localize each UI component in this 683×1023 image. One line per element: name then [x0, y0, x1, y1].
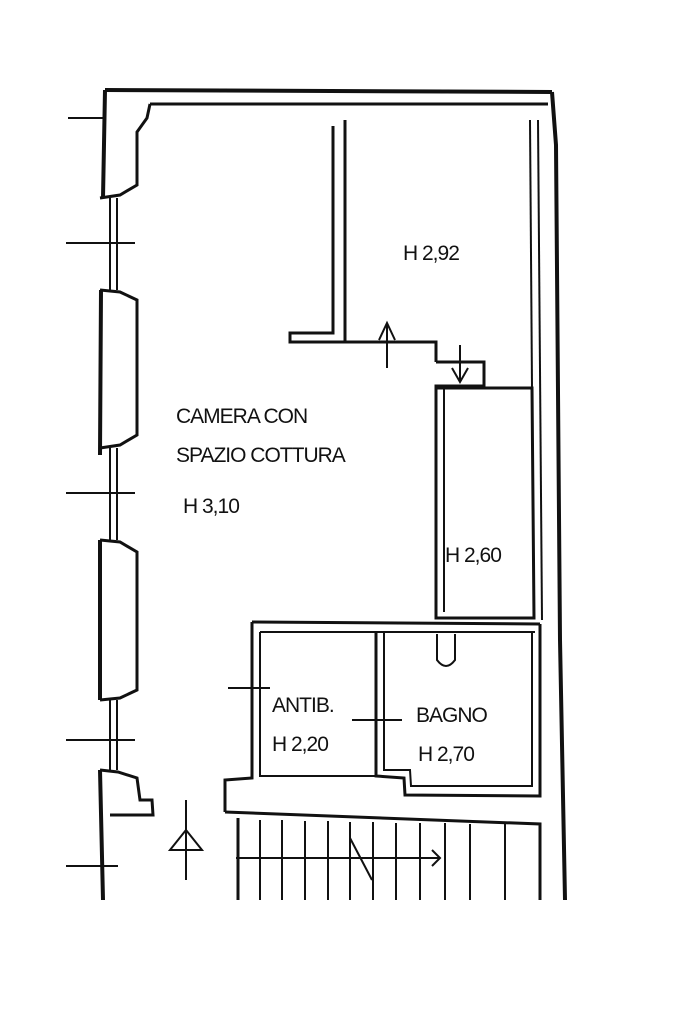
wc-fixture [436, 634, 456, 667]
right-inner-wall [537, 119, 543, 621]
staircase [224, 810, 542, 900]
stair-outline [224, 810, 542, 900]
bagno-height: H 2,70 [418, 743, 474, 766]
left-wall-window-3 [109, 700, 118, 770]
closet-outline [434, 360, 536, 620]
section-markers [66, 242, 135, 867]
antibagno-left-inner [259, 632, 376, 777]
step-up-arrow [378, 320, 396, 368]
stair-direction-line [236, 837, 442, 881]
left-outer-wall [98, 89, 107, 901]
main-room-name-line2: SPAZIO COTTURA [176, 444, 346, 467]
upper-room-bottom-wall [345, 340, 438, 362]
upper-right-room [288, 119, 533, 389]
left-inner-wall-profile [99, 103, 155, 817]
room-labels: CAMERA CON SPAZIO COTTURA H 3,10 H 2,92 … [176, 242, 502, 766]
partition-wall-inner [383, 632, 533, 787]
level-symbols [167, 320, 469, 880]
outer-walls [68, 88, 567, 901]
step-down-arrow [451, 345, 469, 385]
antibagno-height: H 2,20 [272, 733, 328, 756]
bagno-name: BAGNO [416, 704, 488, 727]
bathroom-block [223, 620, 542, 812]
upper-room-left-wall [288, 120, 347, 344]
antibagno-left-wall [223, 622, 254, 812]
closet-height: H 2,60 [445, 544, 501, 567]
closet-room [434, 360, 536, 620]
top-wall [104, 88, 553, 94]
antibagno-name: ANTIB. [272, 694, 334, 717]
upper-right-height: H 2,92 [403, 242, 459, 265]
main-room-name-line1: CAMERA CON [176, 405, 307, 428]
bath-top-wall [251, 620, 541, 626]
main-room-height: H 3,10 [183, 495, 239, 518]
right-outer-wall [550, 91, 567, 901]
entry-arrow [167, 800, 205, 880]
partition-wall [374, 624, 542, 798]
upper-room-right-wall [529, 119, 533, 389]
